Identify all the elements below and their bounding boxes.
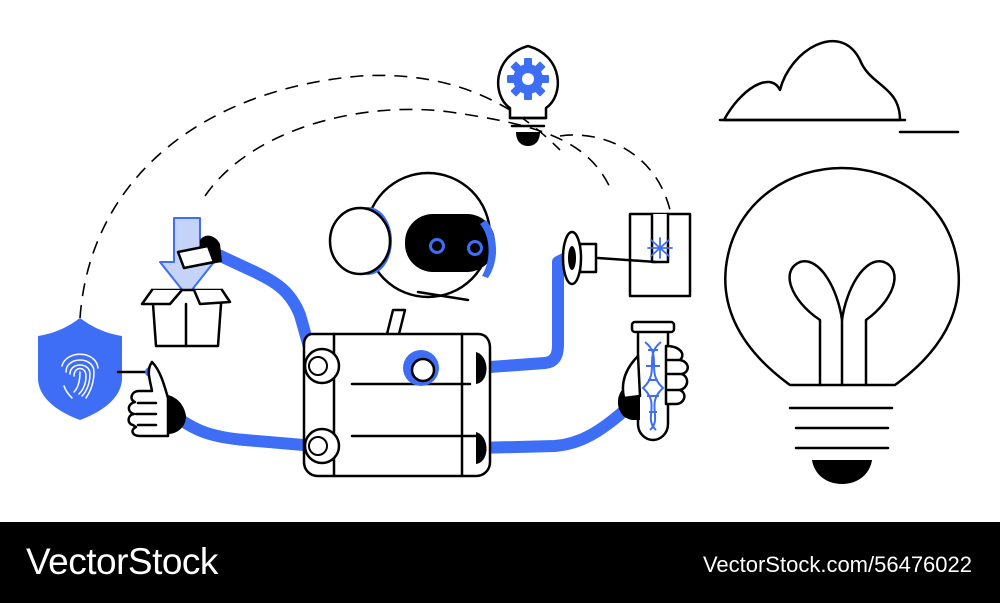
dna-test-tube-icon: [617, 320, 689, 442]
download-box-icon: [140, 217, 232, 348]
robot-illustration: [38, 39, 960, 484]
brand-logo-text: VectorStock: [26, 541, 218, 582]
stock-url-text: VectorStock.com/56476022: [702, 552, 972, 577]
dashed-arcs: [79, 74, 671, 319]
large-lightbulb-icon: [724, 166, 960, 484]
robot-icon: [302, 171, 497, 478]
cloud-icon: [718, 39, 960, 134]
laser-device-icon: [561, 212, 692, 298]
fingerprint-shield-icon: [38, 318, 155, 420]
gear-icon: [507, 58, 549, 100]
gear-lightbulb-icon: [496, 44, 560, 146]
footer-bar: VectorStock VectorStock.com/56476022: [0, 522, 1000, 603]
left-lower-hand: [127, 360, 186, 438]
